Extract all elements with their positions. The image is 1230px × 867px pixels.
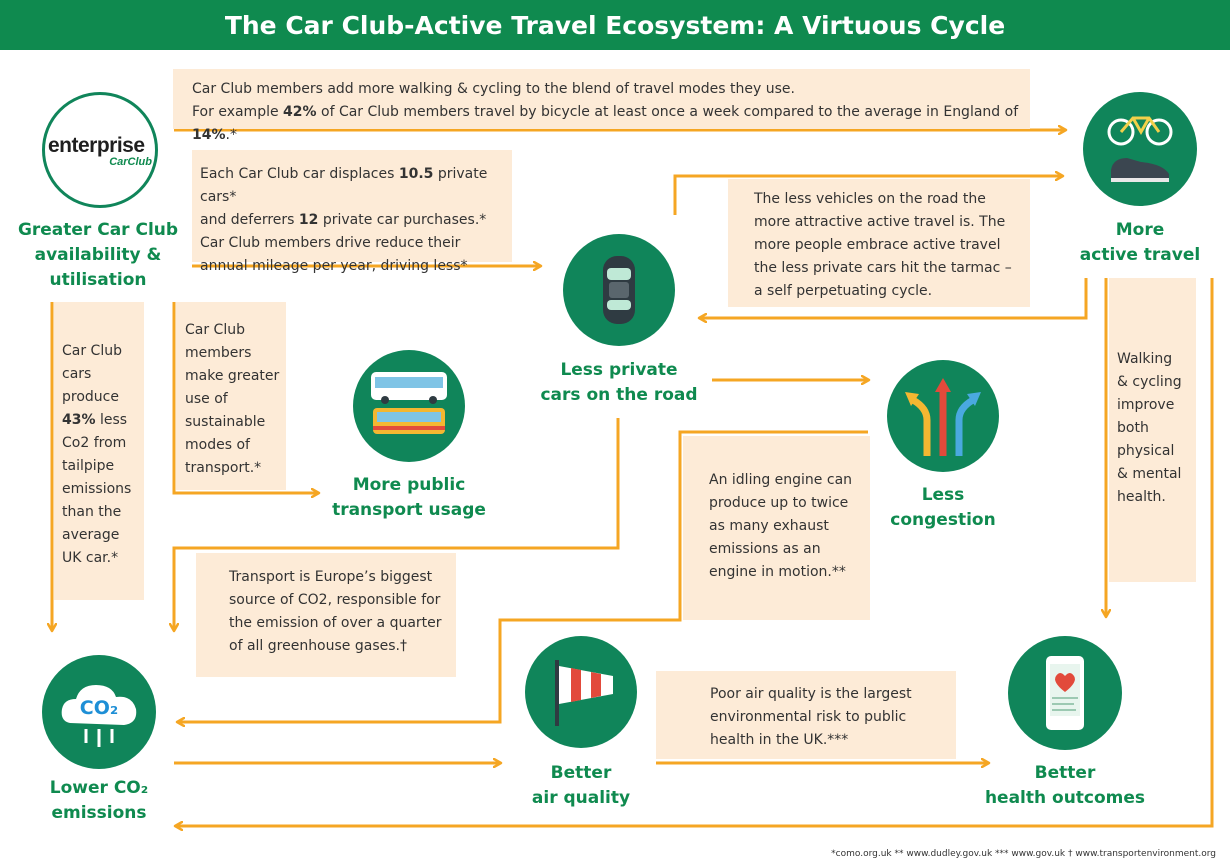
co2-cloud-icon: CO₂ [42, 655, 156, 769]
enterprise-carclub-logo [42, 92, 158, 208]
car-club-label: Greater Car Club availability & utilisat… [17, 220, 179, 290]
walking-health-info-box: Walking & cycling improve both physical … [1109, 278, 1196, 582]
car-top-view-icon [563, 234, 675, 346]
page-title: The Car Club-Active Travel Ecosystem: A … [0, 0, 1230, 50]
enterprise-logo-icon: enterprise CarClub [48, 134, 152, 168]
bus-and-tram-icon [353, 350, 465, 462]
idling-info-box: An idling engine can produce up to twice… [683, 436, 870, 620]
transport-europe-info-box: Transport is Europe’s biggest source of … [196, 553, 456, 677]
co2-label: Lower CO₂ emissions [49, 778, 149, 823]
walking-cycling-line-2: For example 42% of Car Club members trav… [192, 104, 1019, 143]
walking-cycling-info-box: Car Club members add more walking & cycl… [173, 69, 1030, 143]
walking-cycling-line-1: Car Club members add more walking & cycl… [192, 81, 795, 97]
diverging-arrows-icon [887, 360, 999, 472]
sustainable-info-box: Car Club members make greater use of sus… [176, 302, 286, 490]
fewer-vehicles-info-box: The less vehicles on the road the more a… [728, 179, 1030, 307]
active-travel-label: More active travel [1079, 220, 1201, 265]
arrow-congestion-to-co2 [178, 430, 868, 722]
arrow-active-to-cars [700, 278, 1088, 318]
footnote-sources: *como.org.uk ** www.dudley.gov.uk *** ww… [831, 849, 1216, 859]
public-transport-label: More public transport usage [332, 475, 486, 520]
phone-heart-icon [1008, 636, 1122, 750]
tailpipe-info-box: Car Club cars produce 43% less Co2 from … [54, 302, 144, 600]
co2-icon-text: CO₂ [79, 697, 119, 719]
less-cars-label: Less private cars on the road [540, 360, 698, 405]
arrow-cars-to-co2 [174, 418, 620, 630]
health-label: Better health outcomes [984, 763, 1146, 808]
windsock-icon [525, 636, 637, 748]
bicycle-and-shoe-icon [1083, 92, 1197, 206]
displaces-info-box: Each Car Club car displaces 10.5 private… [192, 150, 512, 274]
arrow-loop-top [673, 176, 1062, 215]
arrow-right-loop-back [176, 278, 1214, 826]
air-quality-label: Better air quality [531, 763, 631, 808]
arrow-to-public-transport [172, 302, 318, 493]
congestion-label: Less congestion [890, 485, 996, 530]
air-risk-info-box: Poor air quality is the largest environm… [656, 671, 956, 759]
